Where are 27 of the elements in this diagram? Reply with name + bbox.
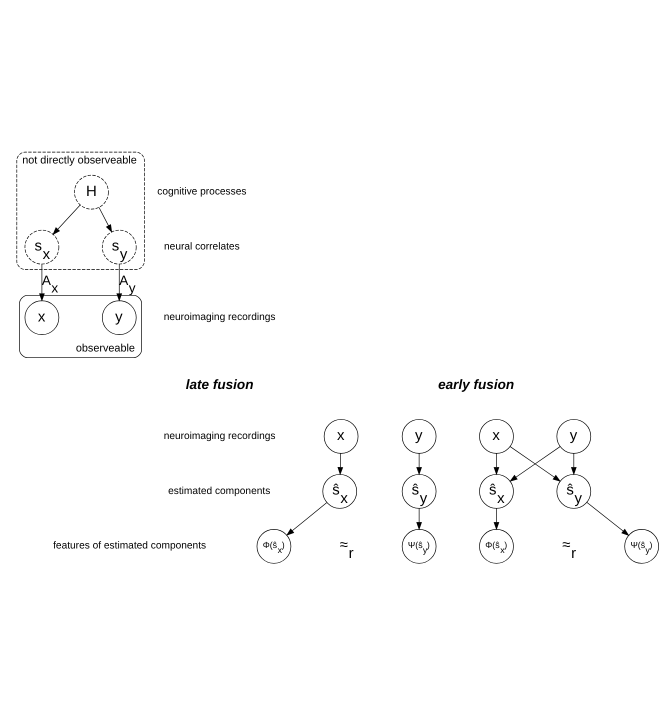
label: estimated components xyxy=(168,486,270,497)
arrow xyxy=(52,204,81,236)
label: cognitive processes xyxy=(157,186,246,198)
arrow xyxy=(570,453,577,476)
label: neuroimaging recordings xyxy=(164,430,276,442)
node-circle: x xyxy=(324,419,358,454)
label: features of estimated components xyxy=(53,540,206,552)
arrow xyxy=(586,502,630,536)
arrow xyxy=(494,508,500,530)
arrow xyxy=(494,453,500,476)
node-circle: y xyxy=(556,419,592,454)
arrow xyxy=(39,264,45,302)
label: neural correlates xyxy=(164,242,240,252)
arrow xyxy=(416,508,422,530)
arrow xyxy=(98,207,112,233)
label: late fusion xyxy=(186,376,254,392)
label: neuroimaging recordings xyxy=(164,312,276,324)
node-circle: x xyxy=(479,419,514,454)
arrow xyxy=(338,453,344,476)
node-circle: y xyxy=(102,300,137,335)
node-circle: x xyxy=(24,300,60,335)
node-circle: y xyxy=(402,419,436,454)
label: early fusion xyxy=(438,376,514,392)
arrow xyxy=(286,502,328,536)
node-circle: H xyxy=(74,174,109,210)
arrow xyxy=(116,264,122,302)
arrow xyxy=(416,453,422,476)
